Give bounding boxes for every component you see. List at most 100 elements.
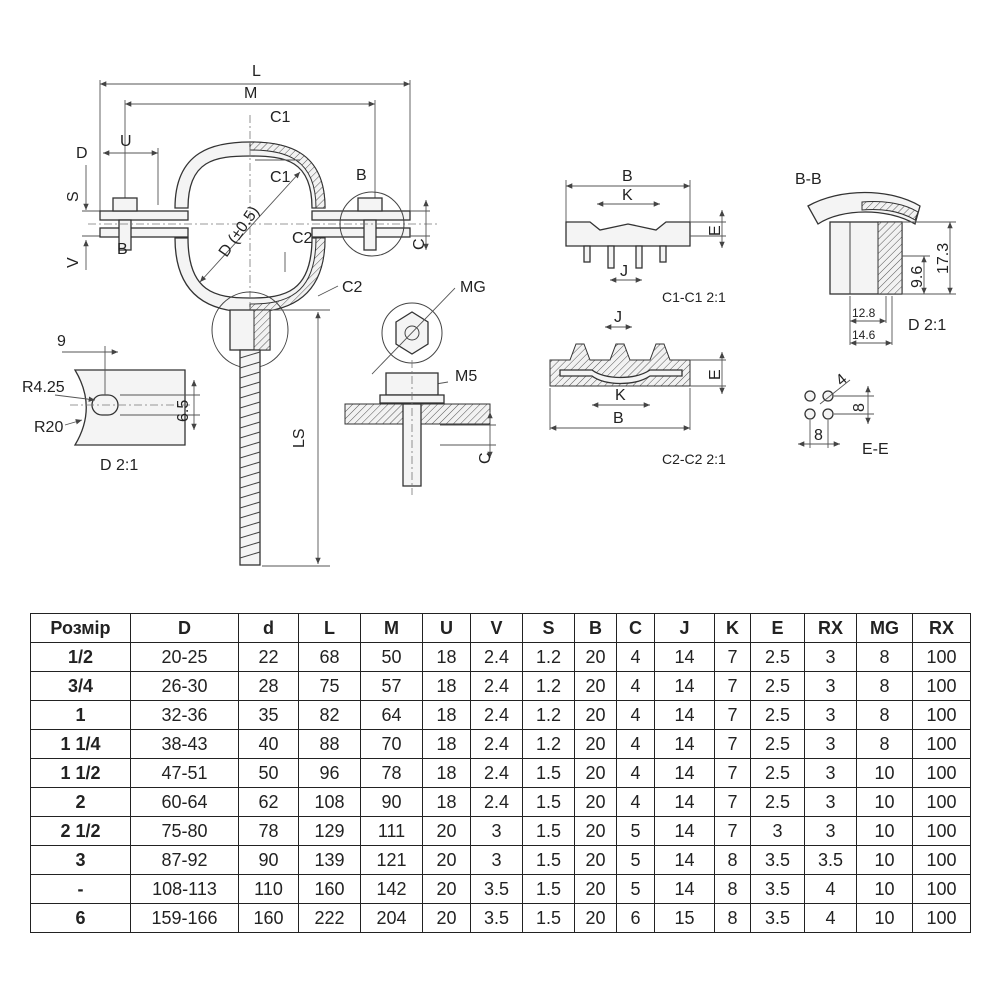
- table-cell: 1.5: [522, 816, 575, 846]
- table-cell: 14: [654, 729, 715, 759]
- table-cell: 57: [360, 671, 423, 701]
- table-cell: 108: [298, 787, 361, 817]
- table-cell: 20: [422, 845, 471, 875]
- dim-b-detail-label: B: [356, 167, 367, 184]
- table-cell: 87-92: [130, 845, 239, 875]
- section-ee-view: 4 8 8 E-E: [798, 371, 889, 458]
- table-cell: 78: [238, 816, 299, 846]
- table-cell: 2.5: [750, 642, 805, 672]
- ee-dim-8h-label: 8: [814, 427, 823, 444]
- table-cell: 14: [654, 758, 715, 788]
- table-cell: 70: [360, 729, 423, 759]
- table-cell: 1.2: [522, 642, 575, 672]
- header-cell-e: E: [750, 613, 805, 643]
- dim-r20-label: R20: [34, 419, 63, 436]
- table-cell: 14: [654, 816, 715, 846]
- table-cell: 10: [856, 845, 913, 875]
- table-cell: 3: [804, 642, 857, 672]
- table-cell: 160: [238, 903, 299, 933]
- header-cell-rx-2: RX: [912, 613, 971, 643]
- table-cell: 121: [360, 845, 423, 875]
- table-cell: 110: [238, 874, 299, 904]
- ee-dim-4-label: 4: [833, 371, 851, 390]
- dim-b-label: B: [117, 241, 128, 258]
- table-cell: 1.5: [522, 758, 575, 788]
- table-cell: 14: [654, 671, 715, 701]
- table-cell: 2.4: [470, 729, 523, 759]
- table-cell-size: 3/4: [30, 671, 131, 701]
- table-cell: 100: [912, 700, 971, 730]
- table-cell: 68: [298, 642, 361, 672]
- table-cell: 32-36: [130, 700, 239, 730]
- table-cell: 7: [714, 729, 751, 759]
- table-cell: 15: [654, 903, 715, 933]
- table-cell: 20: [574, 845, 617, 875]
- table-cell: 3.5: [804, 845, 857, 875]
- table-cell: 7: [714, 671, 751, 701]
- bb-dim-173-label: 17.3: [935, 243, 952, 274]
- header-cell-c: C: [616, 613, 655, 643]
- header-cell-rx: RX: [804, 613, 857, 643]
- table-cell: 4: [804, 903, 857, 933]
- table-cell: 20: [574, 642, 617, 672]
- bb-dim-96-label: 9.6: [909, 266, 926, 288]
- table-cell: 2.5: [750, 787, 805, 817]
- c2-caption: C2-C2 2:1: [662, 451, 726, 467]
- table-cell: 14: [654, 845, 715, 875]
- header-cell-l: L: [298, 613, 361, 643]
- table-cell: 10: [856, 758, 913, 788]
- table-cell: 5: [616, 816, 655, 846]
- bb-dim-146-label: 14.6: [852, 328, 876, 342]
- table-cell: 8: [714, 874, 751, 904]
- table-cell-size: 1 1/2: [30, 758, 131, 788]
- table-cell: 14: [654, 642, 715, 672]
- bb-caption: D 2:1: [908, 317, 946, 334]
- technical-drawing: L M U D S V B: [22, 63, 956, 567]
- nut-dim-c-label: C: [477, 452, 494, 464]
- table-cell: 60-64: [130, 787, 239, 817]
- table-cell: 50: [238, 758, 299, 788]
- table-cell: 1.2: [522, 671, 575, 701]
- section-c1-bottom-label: C1: [270, 169, 291, 186]
- table-cell: 6: [616, 903, 655, 933]
- table-cell: 160: [298, 874, 361, 904]
- header-cell-k: K: [714, 613, 751, 643]
- table-cell: 3: [804, 758, 857, 788]
- table-cell: 20: [574, 787, 617, 817]
- header-cell-b: B: [574, 613, 617, 643]
- table-cell: 5: [616, 874, 655, 904]
- table-cell: 8: [856, 671, 913, 701]
- table-cell: 8: [856, 729, 913, 759]
- dim-v-label: V: [65, 257, 82, 268]
- table-cell: 20-25: [130, 642, 239, 672]
- table-cell: 1.5: [522, 903, 575, 933]
- table-cell: 2.4: [470, 758, 523, 788]
- table-cell: 142: [360, 874, 423, 904]
- table-cell: 129: [298, 816, 361, 846]
- table-cell: 2.4: [470, 642, 523, 672]
- table-cell: 100: [912, 671, 971, 701]
- dim-diameter-label: D (±0.5): [216, 203, 263, 260]
- table-cell: 75: [298, 671, 361, 701]
- table-cell: 3.5: [750, 903, 805, 933]
- table-cell: 1.2: [522, 700, 575, 730]
- section-c2-view: J E K B C2-C2 2:1: [549, 309, 726, 467]
- table-cell: 3: [804, 787, 857, 817]
- dim-l-label: L: [252, 63, 261, 80]
- table-cell: 3.5: [750, 845, 805, 875]
- dim-9-label: 9: [57, 333, 66, 350]
- table-cell: 2.5: [750, 758, 805, 788]
- table-cell: 18: [422, 729, 471, 759]
- thread-lines: [239, 351, 261, 559]
- table-cell: 1.5: [522, 787, 575, 817]
- table-cell: 2.5: [750, 671, 805, 701]
- dim-u-label: U: [120, 133, 132, 150]
- section-bb-view: B-B 17.3 9.6 12.8 14.6 D 2:1: [795, 171, 956, 346]
- specification-table: Розмір D d L M U V S B C J K E RX MG RX …: [30, 613, 971, 933]
- header-cell-s: S: [522, 613, 575, 643]
- table-cell: 20: [574, 700, 617, 730]
- table-cell: 18: [422, 787, 471, 817]
